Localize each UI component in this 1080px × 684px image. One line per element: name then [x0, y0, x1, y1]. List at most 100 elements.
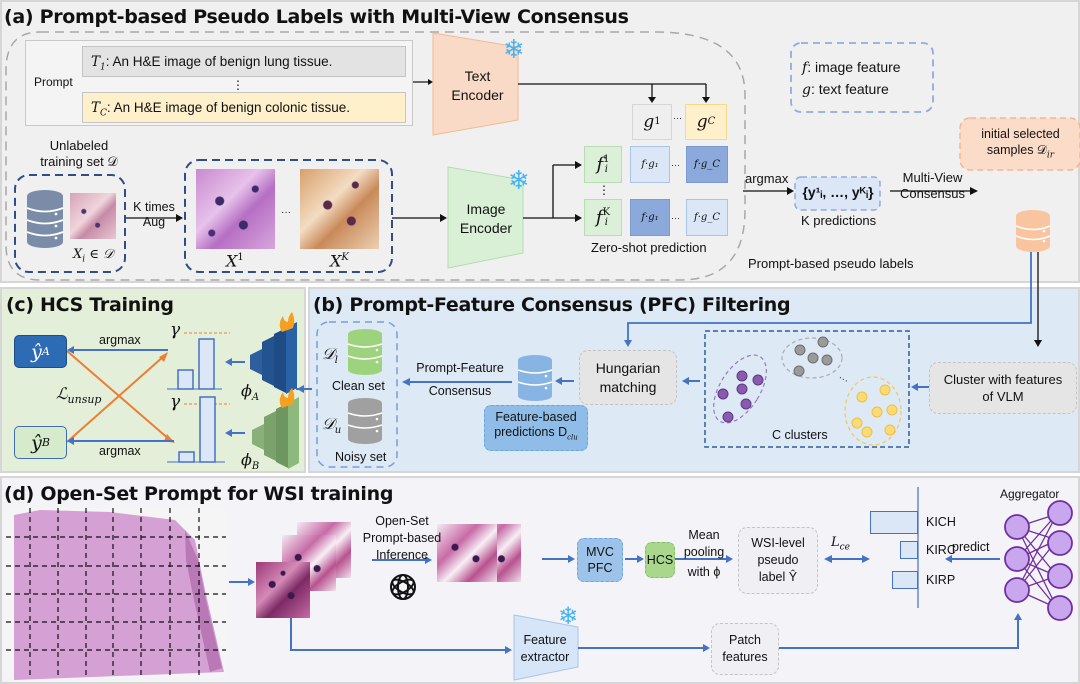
t1-sub: 1 — [100, 62, 106, 73]
legend-g-symbol: g — [802, 82, 811, 98]
blue-flow-line — [627, 252, 1032, 340]
clean-sym: 𝒟 — [322, 344, 335, 363]
database-icon-noisy — [347, 398, 383, 444]
image-encoder-shape — [447, 166, 524, 269]
panel-c-title: (c) HCS Training — [6, 294, 174, 316]
network-a-icon — [250, 322, 297, 394]
argmax-top-c: argmax — [99, 333, 141, 347]
phi-a-sub: A — [251, 392, 260, 404]
selected-patch-front — [437, 524, 497, 582]
aggregator-label: Aggregator — [1000, 487, 1060, 501]
loss-sub: unsup — [67, 393, 102, 407]
score-f1-gc: f·g_C — [686, 146, 728, 183]
xik-symbol: X — [330, 251, 342, 271]
cluster-vlm-box: Cluster with features of VLM — [929, 362, 1077, 414]
inference-line3: Inference — [375, 548, 429, 562]
xi1-symbol: X — [226, 251, 238, 271]
augmented-image-k — [300, 169, 379, 249]
inference-line1: Open-Set — [375, 514, 429, 528]
mvc-line1: Multi-View — [902, 170, 963, 185]
aug-line1: K times — [133, 200, 175, 214]
aug-line2: Aug — [142, 215, 166, 229]
legend-g-text: : text feature — [810, 81, 889, 97]
bar-b-low — [178, 451, 195, 463]
bar-b-high — [199, 396, 216, 463]
noisy-sub: u — [334, 425, 342, 437]
network-b-icon — [252, 397, 299, 469]
mvc-pfc-line1: MVC — [586, 545, 614, 559]
g1-symbol: g — [643, 112, 655, 132]
xik-sup: K — [341, 252, 349, 263]
phi-b: ϕB — [241, 452, 259, 475]
unlabeled-line2: training set 𝒟 — [40, 154, 118, 169]
database-icon-initial — [1015, 210, 1051, 252]
f1-sub: i — [604, 163, 608, 175]
score-fk-g1: f·g₁ — [630, 199, 670, 236]
feature-extractor-line2: extractor — [520, 650, 570, 664]
f-vdots: ⋮ — [598, 183, 610, 197]
patch-features-line2: features — [722, 650, 768, 664]
initial-sub: ir — [1046, 150, 1055, 161]
class-label-kirc: KIRC — [926, 543, 956, 557]
hungarian-line1: Hungarian — [595, 359, 661, 376]
unlabeled-label: Unlabeled training set 𝒟 — [24, 138, 134, 170]
xi-in: ∈ 𝒟 — [85, 247, 114, 262]
y-hat-a-sup: A — [41, 344, 50, 358]
t1-symbol: T — [91, 54, 101, 70]
panel-b-title: (b) Prompt-Feature Consensus (PFC) Filte… — [313, 294, 791, 316]
mvc-label: Multi-View Consensus — [895, 170, 970, 202]
prompt-vdots: ⋮ — [232, 78, 244, 92]
clean-noisy-frame — [316, 321, 398, 468]
patch-features-box: Patch features — [711, 623, 779, 675]
f1-symbol: f — [596, 153, 604, 175]
mvc-pfc-line2: PFC — [587, 561, 613, 575]
score-fk-gc: f·g_C — [686, 199, 728, 236]
pseudo-labels-caption: Prompt-based pseudo labels — [748, 256, 914, 271]
unlabeled-set-frame — [14, 174, 126, 273]
feature-pred-line1: Feature-based — [495, 410, 577, 425]
inference-label: Open-Set Prompt-based Inference — [360, 513, 444, 564]
feature-pred-line2: predictions D — [494, 425, 568, 440]
fk-sub: i — [604, 216, 608, 228]
text-encoder-line1: Text — [464, 68, 491, 84]
fk-sup: K — [602, 206, 611, 218]
t1-text: : An H&E image of benign lung tissue. — [105, 54, 333, 69]
cluster-vlm-line1: Cluster with features — [943, 372, 1063, 387]
image-encoder-label: Image Encoder — [450, 200, 522, 238]
database-icon-clean — [347, 329, 383, 375]
image-encoder-line2: Encoder — [459, 220, 513, 236]
database-icon-feature — [517, 355, 553, 401]
inference-line2: Prompt-based — [362, 531, 442, 545]
text-encoder-shape — [432, 32, 519, 136]
feature-extractor-label: Feature extractor — [514, 632, 576, 666]
predictions-set: {y¹ᵢ, …, yᴷᵢ} — [802, 184, 874, 200]
augmented-set-frame — [184, 159, 393, 273]
text-encoder-line2: Encoder — [451, 87, 504, 103]
hcs-text: HCS — [646, 553, 674, 567]
xi1-sup: 1 — [237, 252, 244, 263]
gc-sub: C — [707, 116, 716, 127]
score-f1-g1-text: f·g₁ — [641, 158, 659, 170]
k-predictions-label: K predictions — [801, 213, 877, 228]
noisy-set-symbol: 𝒟u — [322, 416, 341, 439]
mvc-pfc-box: MVC PFC — [577, 538, 623, 582]
clusters-text: C clusters — [772, 428, 828, 442]
initial-samples-label: initial selected samples 𝒟ir — [963, 126, 1078, 164]
legend-f: f: image feature — [802, 59, 901, 76]
g1-sub: 1 — [654, 116, 661, 127]
text-encoder-label: Text Encoder — [440, 67, 515, 105]
pfc-line2: Consensus — [428, 384, 492, 398]
clean-sub: l — [334, 355, 338, 367]
mvc-line2: Consensus — [899, 186, 966, 201]
purple-cluster-points — [717, 370, 764, 423]
argmax-label-a: argmax — [745, 171, 789, 186]
legend-frame — [790, 42, 934, 113]
zero-shot-label: Zero-shot prediction — [591, 240, 707, 255]
cross-arrow-b-to-a — [66, 355, 165, 443]
yellow-cluster-points — [851, 384, 898, 438]
